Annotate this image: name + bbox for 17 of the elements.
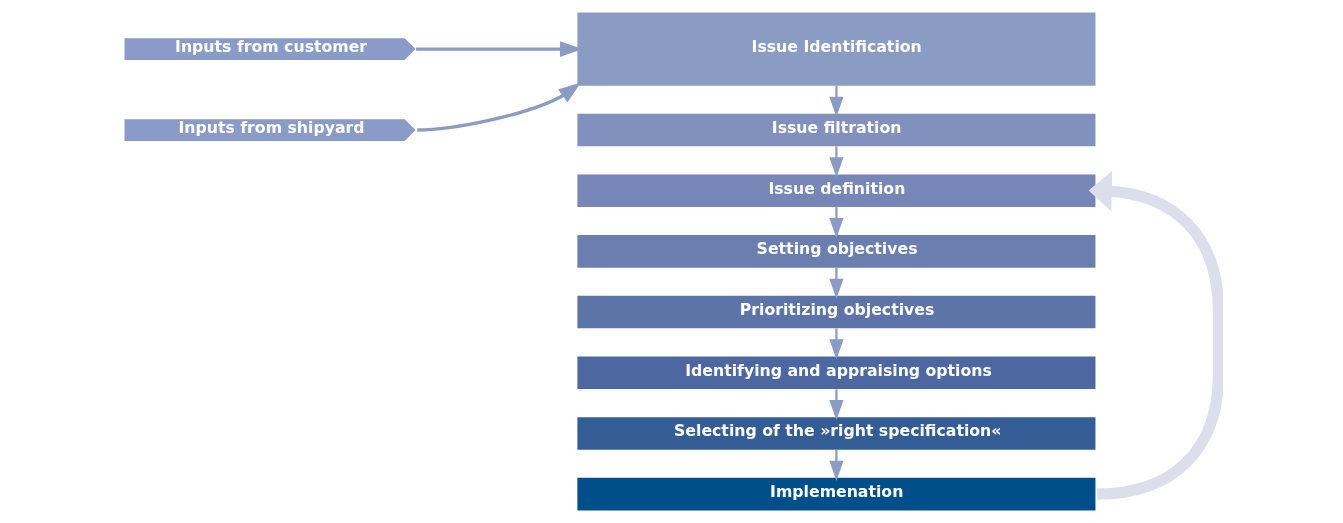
arrow: [829, 449, 844, 481]
arrow: [829, 85, 844, 118]
arrow: [829, 207, 844, 239]
node-box: Issue Identification: [577, 12, 1096, 86]
arrow: [829, 146, 844, 178]
node-box: Selecting of the »right specification«: [577, 417, 1096, 450]
arrow: [829, 389, 844, 421]
node-box: Issue filtration: [577, 113, 1096, 147]
node-box: Prioritizing objectives: [577, 295, 1096, 329]
arrow: [417, 82, 581, 132]
arrow: [829, 328, 844, 360]
node-box: Setting objectives: [577, 235, 1096, 268]
arrow: [829, 267, 844, 299]
arrow: [1088, 170, 1223, 500]
node-box: Issue definition: [577, 174, 1096, 207]
node-box: Implemenation: [577, 477, 1096, 511]
node-box: Identifying and appraising options: [577, 356, 1096, 390]
